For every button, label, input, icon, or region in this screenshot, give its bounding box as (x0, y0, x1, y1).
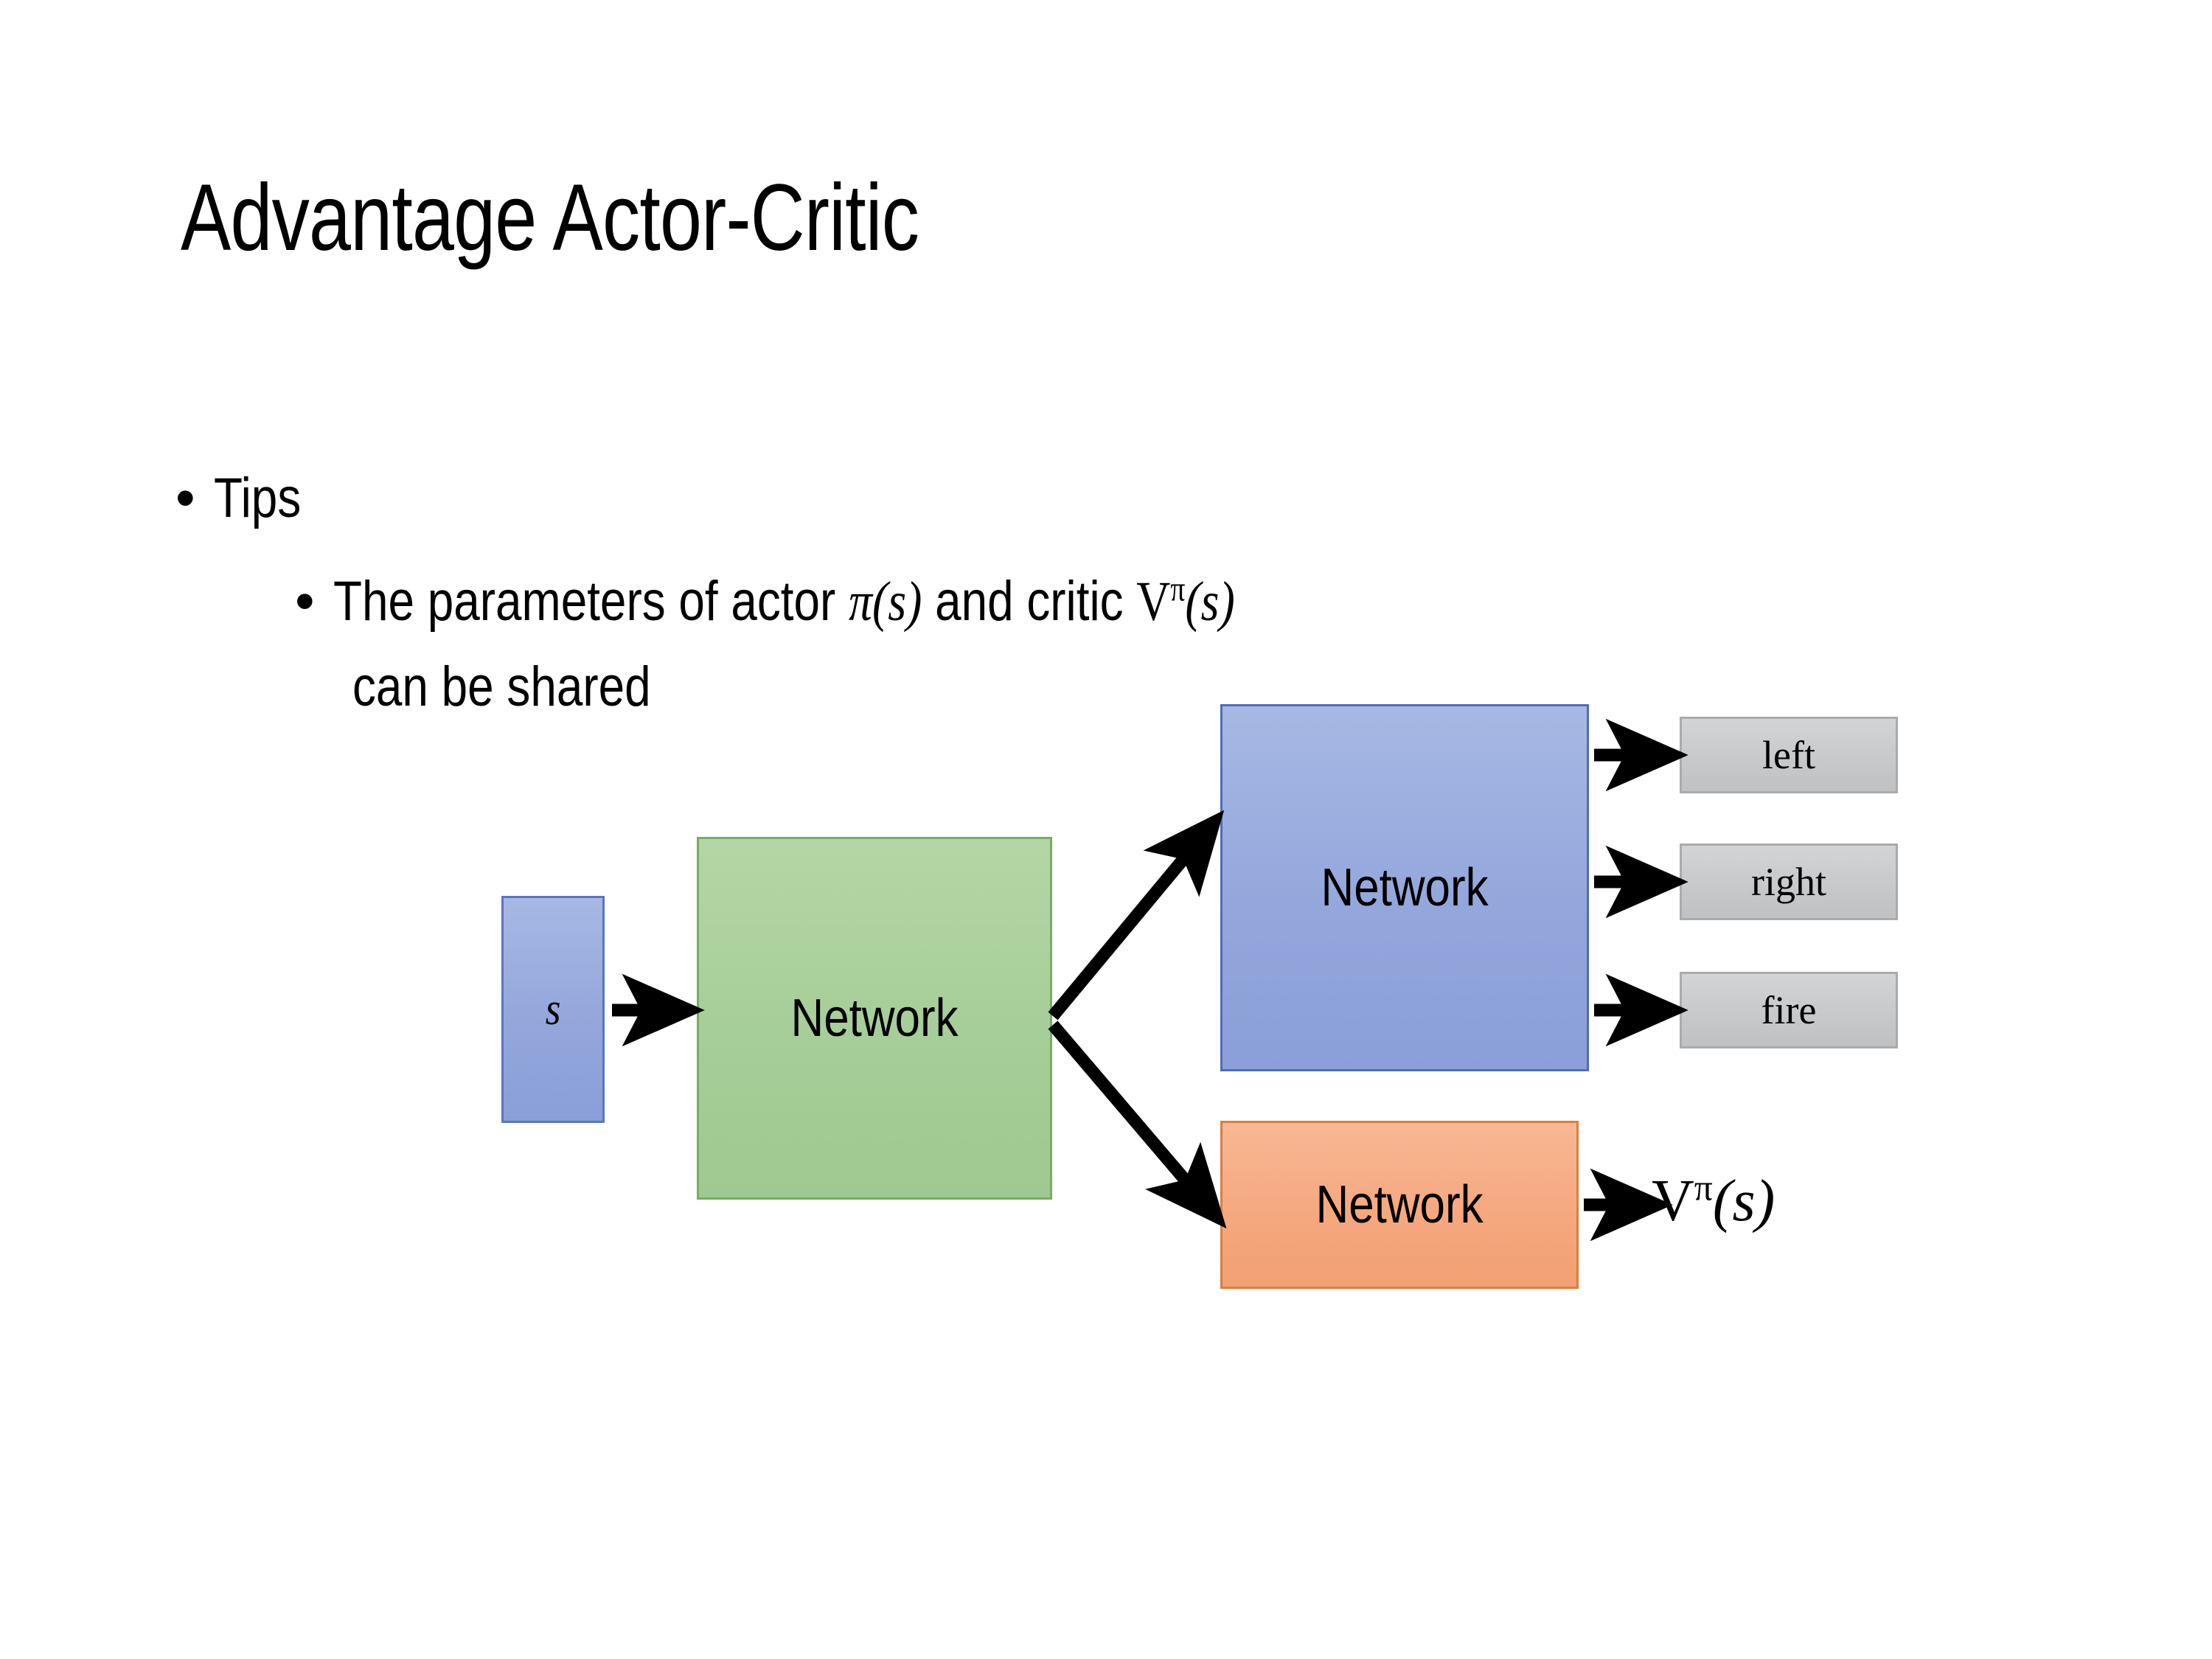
arrow-shared-to-actor (1048, 810, 1225, 1020)
action-output-left: left (1680, 717, 1898, 793)
shared-network-box: Network (697, 837, 1052, 1200)
actor-network-box: Network (1220, 704, 1589, 1071)
actor-network-label: Network (1321, 858, 1489, 917)
action-output-fire: fire (1680, 972, 1898, 1048)
critic-network-label: Network (1315, 1175, 1484, 1234)
bullet-glyph-icon: • (295, 570, 315, 633)
critic-output-superscript: π (1694, 1167, 1713, 1208)
shared-network-label: Network (790, 989, 959, 1048)
math-critic-value-base: V (1136, 571, 1171, 633)
action-output-fire-label: fire (1761, 988, 1817, 1032)
bullet-shared-parameters: • The parameters of actor π(s) and critic… (295, 569, 1407, 718)
page-title: Advantage Actor-Critic (181, 165, 919, 271)
critic-output-value: Vπ(s) (1652, 1166, 1775, 1235)
action-output-right-label: right (1751, 860, 1826, 904)
bullet-tips: • Tips (175, 466, 318, 530)
math-critic-value-arg: (s) (1185, 571, 1236, 633)
bullet-tips-label: Tips (214, 467, 302, 529)
bullet-params-text-mid: and critic (922, 570, 1137, 633)
critic-network-box: Network (1220, 1121, 1579, 1289)
bullet-glyph-icon: • (175, 467, 195, 529)
arrow-shared-to-critic (1048, 1020, 1227, 1229)
math-actor-policy: π(s) (849, 571, 922, 633)
action-output-left-label: left (1762, 733, 1815, 777)
state-input-label: s (545, 984, 561, 1034)
state-input-box: s (501, 896, 605, 1123)
bullet-params-line2: can be shared (352, 655, 651, 718)
bullet-params-text-pre: The parameters of actor (333, 570, 849, 633)
action-output-right: right (1680, 844, 1898, 920)
critic-output-base: V (1652, 1169, 1694, 1234)
math-critic-value-superscript: π (1170, 570, 1186, 609)
critic-output-argument: (s) (1712, 1169, 1775, 1234)
